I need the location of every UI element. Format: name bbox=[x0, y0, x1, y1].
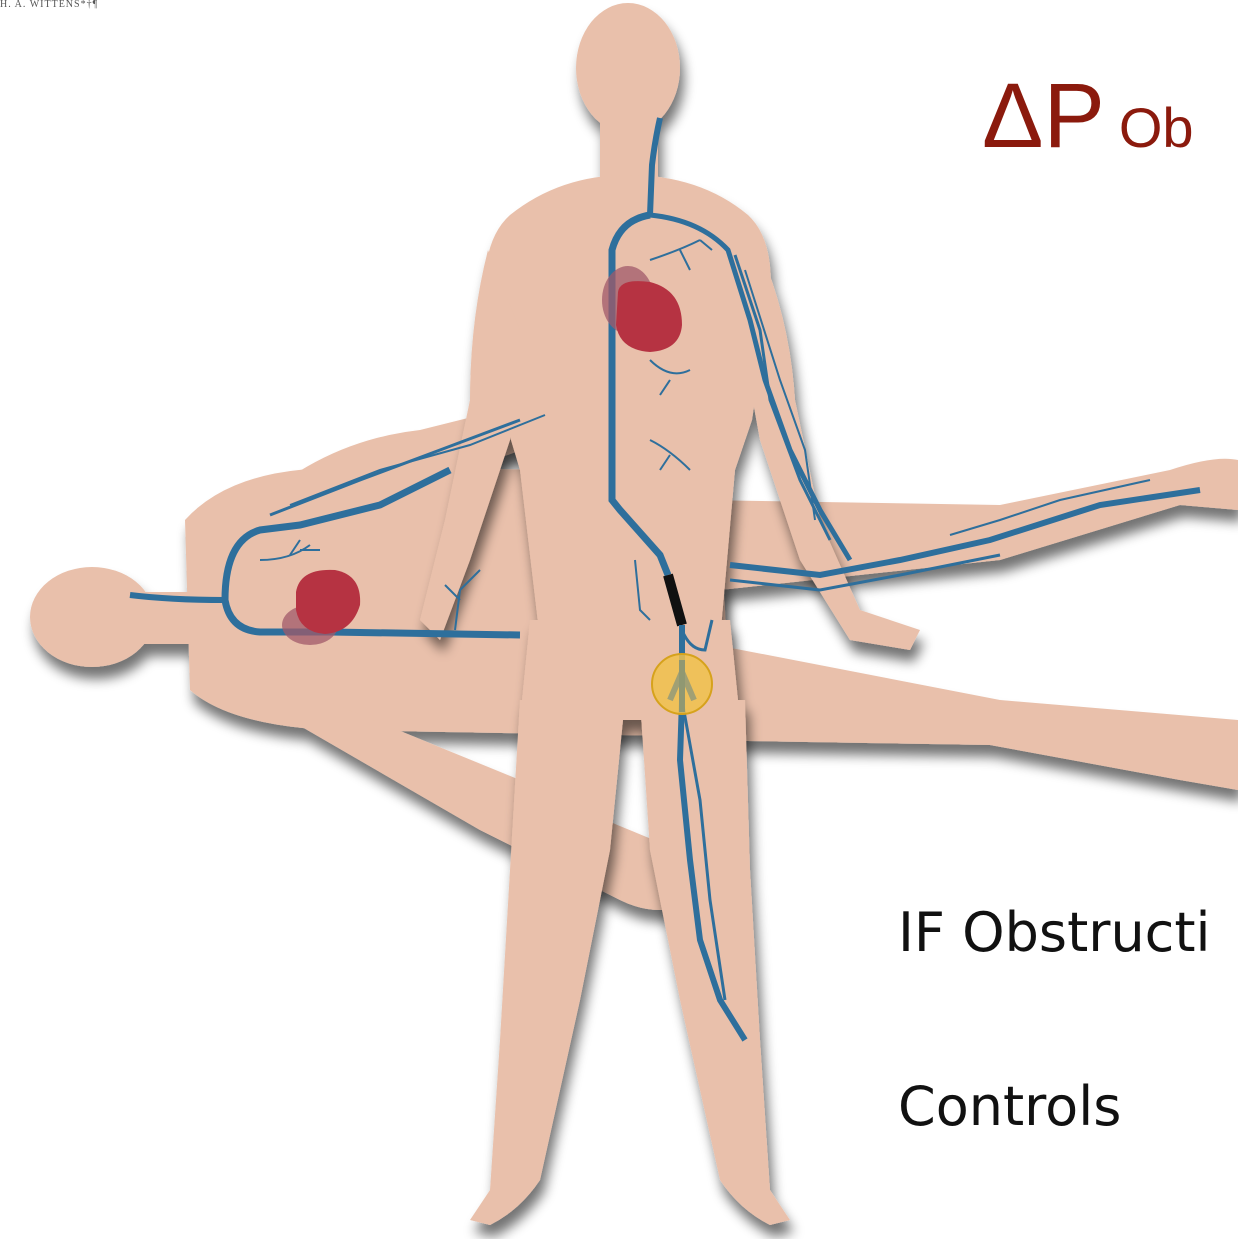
delta-p-symbol: ΔP bbox=[982, 65, 1105, 167]
legend-obstruction-label: IF Obstructi bbox=[898, 906, 1211, 960]
standing-right-arm bbox=[740, 250, 920, 650]
standing-right-leg bbox=[640, 700, 790, 1225]
lying-head bbox=[30, 567, 154, 667]
title-text: Ob bbox=[1119, 96, 1194, 159]
lying-lower-leg bbox=[690, 640, 1238, 790]
legend-controls-label: Controls bbox=[898, 1080, 1121, 1134]
standing-head bbox=[576, 3, 680, 133]
